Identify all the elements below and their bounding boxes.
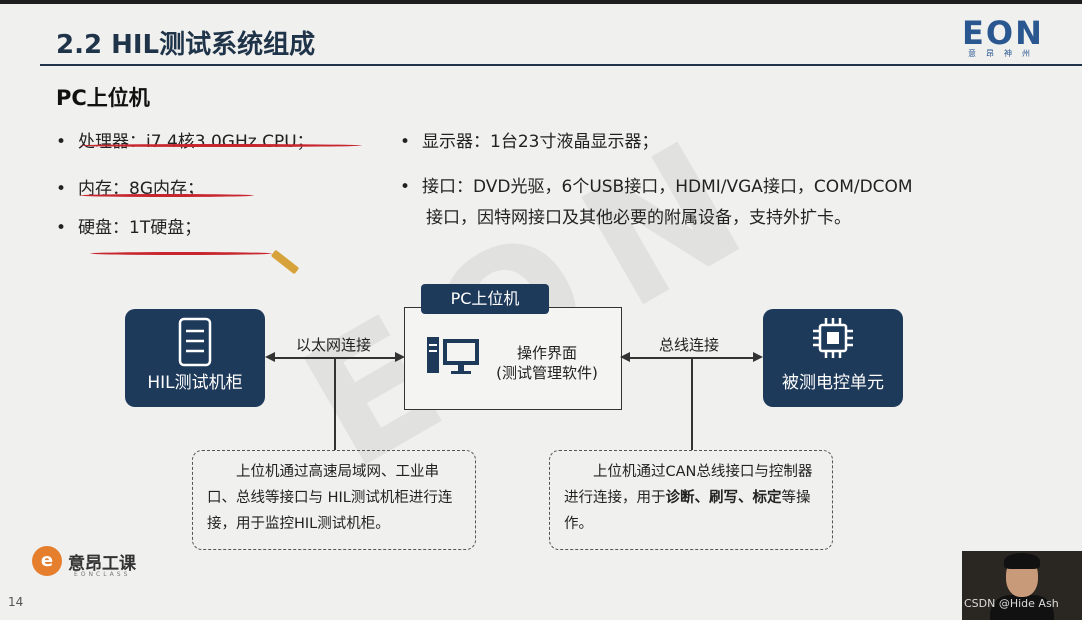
presenter-hair — [1004, 553, 1040, 569]
bullet-disk-text: 硬盘：1T硬盘； — [78, 218, 202, 238]
bullet-disk: •硬盘：1T硬盘； — [56, 218, 202, 238]
bus-label: 总线连接 — [659, 336, 720, 354]
bullet-cpu-text: 处理器：i7 4核3.0GHz CPU； — [78, 132, 314, 152]
ethernet-arrow-left — [265, 352, 275, 362]
slide-title: 2.2 HIL测试系统组成 — [56, 30, 316, 60]
ecu-node: 被测电控单元 — [763, 309, 903, 407]
pc-host-text: 操作界面 (测试管理软件) — [490, 343, 604, 383]
ethernet-label: 以太网连接 — [296, 336, 372, 354]
red-underline-memory — [80, 194, 254, 197]
bullet-ports-text: 接口：DVD光驱，6个USB接口，HDMI/VGA接口，COM/DCOM — [422, 177, 913, 197]
top-bar — [0, 0, 1082, 4]
bullet-ports: •接口：DVD光驱，6个USB接口，HDMI/VGA接口，COM/DCOM — [400, 177, 913, 197]
section-heading: PC上位机 — [56, 86, 150, 110]
bullet-display: •显示器：1台23寸液晶显示器； — [400, 132, 659, 152]
eonclass-logo: e 意昂工课 EONCLASS — [32, 546, 136, 578]
red-underline-disk — [90, 252, 272, 255]
presenter-body — [990, 595, 1054, 620]
webcam-overlay: CSDN @Hide Ash — [962, 551, 1082, 620]
page-number: 14 — [8, 595, 24, 609]
webcam-caption: CSDN @Hide Ash — [964, 597, 1059, 610]
ethernet-arrow-right — [395, 352, 405, 362]
bus-arrow-right — [753, 352, 763, 362]
hil-cabinet-node: HIL测试机柜 — [125, 309, 265, 407]
ethernet-note: 上位机通过高速局域网、工业串口、总线等接口与 HIL测试机柜进行连接，用于监控H… — [192, 450, 476, 550]
bus-arrow-left — [620, 352, 630, 362]
eon-logo: EON 意昂神州 — [962, 14, 1058, 59]
computer-icon — [427, 337, 479, 374]
logo-sub: 意昂神州 — [968, 49, 1040, 58]
bus-note-suffix: 等操作。 — [564, 490, 811, 532]
bullet-ports-cont: 接口，因特网接口及其他必要的附属设备，支持外扩卡。 — [426, 208, 851, 228]
pencil-cursor-icon — [270, 249, 300, 275]
bus-note-leader — [691, 357, 693, 450]
bus-note-bold: 诊断、刷写、标定 — [665, 490, 782, 506]
pc-host-line1: 操作界面 — [516, 344, 577, 362]
bus-note-prefix: 上位机通过CAN总线接口与控制器进行连接，用于 — [564, 464, 813, 506]
server-rack-icon — [178, 317, 212, 367]
eonclass-badge-icon: e — [32, 546, 62, 576]
hil-cabinet-label: HIL测试机柜 — [147, 373, 243, 393]
pc-host-tab: PC上位机 — [421, 284, 549, 314]
ethernet-note-leader — [334, 357, 336, 450]
bullet-display-text: 显示器：1台23寸液晶显示器； — [422, 132, 659, 152]
chip-icon — [813, 318, 853, 358]
bus-note: 上位机通过CAN总线接口与控制器进行连接，用于诊断、刷写、标定等操作。 — [549, 450, 833, 550]
logo-brand: EON — [962, 14, 1044, 52]
title-divider — [40, 64, 1082, 66]
red-underline-cpu — [80, 144, 362, 147]
eonclass-brand-en: EONCLASS — [74, 571, 131, 578]
eonclass-brand: 意昂工课 — [68, 553, 136, 574]
ecu-label: 被测电控单元 — [782, 373, 884, 393]
pc-host-line2: (测试管理软件) — [496, 364, 598, 382]
bullet-cpu: •处理器：i7 4核3.0GHz CPU； — [56, 132, 314, 152]
